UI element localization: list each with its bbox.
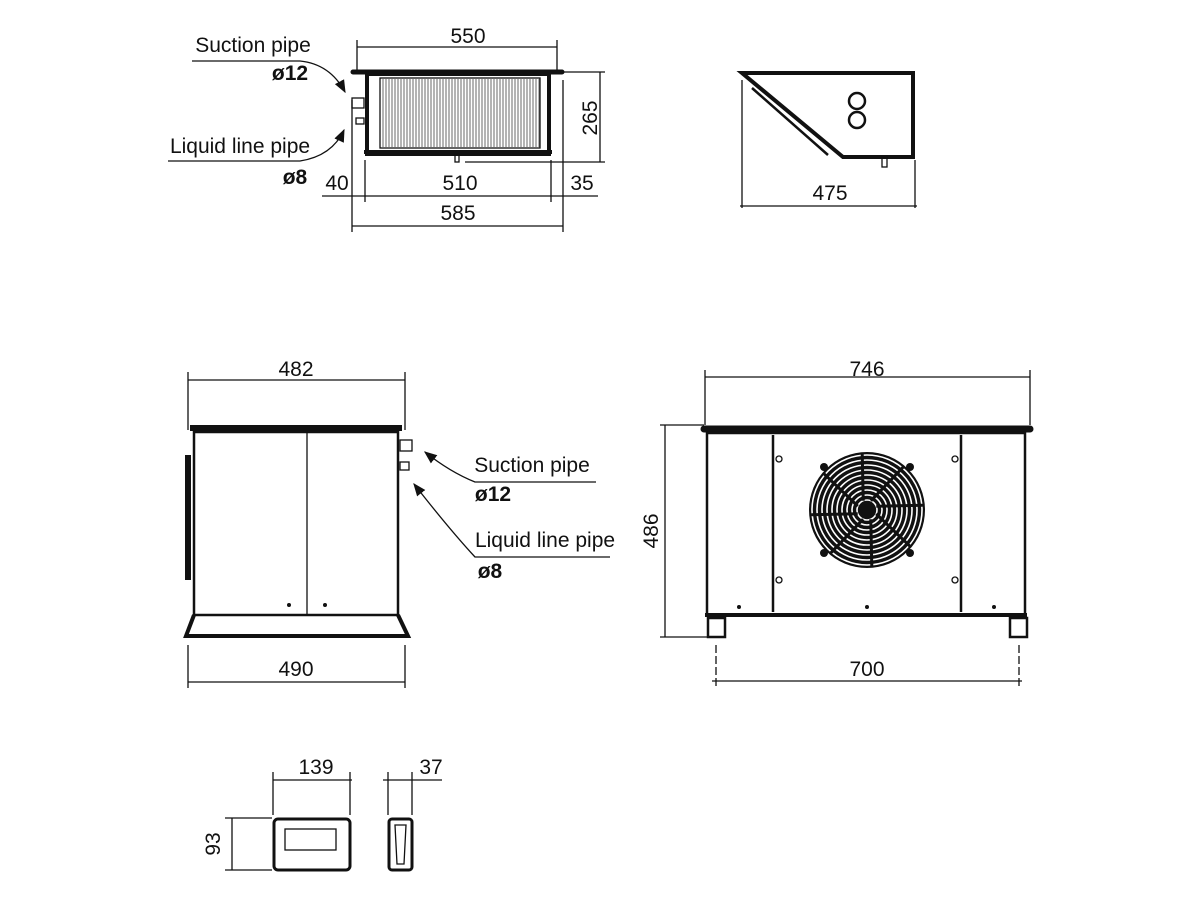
- fan-ring: [831, 474, 903, 546]
- controller-side: [387, 817, 414, 872]
- fan-mount: [820, 463, 828, 471]
- fan-ring: [836, 479, 898, 541]
- dim-37: 37: [419, 756, 442, 779]
- fan-spoke: [811, 512, 858, 517]
- dim-550: 550: [450, 25, 485, 48]
- dim-139: 139: [298, 756, 333, 779]
- dim-35: 35: [570, 172, 593, 195]
- controller-front: [272, 817, 352, 872]
- fan-ring: [821, 464, 913, 556]
- top-view: 550 265 40 510 35 585 Suction pipe ø12 L…: [168, 25, 605, 232]
- fan-ring: [846, 489, 888, 531]
- fan-spoke: [823, 472, 859, 508]
- suction-pipe-diameter: ø12: [475, 483, 511, 506]
- suction-pipe-stub: [351, 97, 365, 109]
- liquid-pipe-label: Liquid line pipe: [475, 529, 615, 552]
- fan-mount: [906, 549, 914, 557]
- dim-486: 486: [640, 513, 663, 548]
- fan-spoke: [829, 518, 865, 554]
- pipe-connector-icon: [847, 110, 867, 130]
- liquid-pipe-diameter: ø8: [478, 560, 503, 583]
- side-profile-view: 475: [736, 71, 917, 208]
- fan-spoke: [875, 512, 911, 548]
- fan-spoke: [869, 466, 905, 502]
- liquid-pipe-label: Liquid line pipe: [170, 135, 310, 158]
- liquid-pipe-stub: [355, 117, 365, 125]
- fan-spoke: [860, 454, 865, 501]
- fan-ring: [856, 499, 878, 521]
- dim-700: 700: [849, 658, 884, 681]
- fan-ring: [816, 459, 918, 561]
- dim-510: 510: [442, 172, 477, 195]
- fan-ring: [841, 484, 893, 536]
- dim-265: 265: [579, 100, 602, 135]
- fan-ring: [826, 469, 908, 551]
- front-view: 746 486 700: [640, 358, 1034, 688]
- fan-spoke: [869, 519, 874, 566]
- fan-mount: [820, 549, 828, 557]
- foot: [706, 616, 727, 639]
- dim-40: 40: [325, 172, 348, 195]
- fan-ring: [811, 454, 923, 566]
- dim-490: 490: [278, 658, 313, 681]
- fan-grille: [809, 452, 925, 568]
- side-view: 482 490 Suction pipe ø12 Liquid line pip…: [183, 358, 615, 688]
- dim-746: 746: [849, 358, 884, 381]
- controller-display: [284, 828, 337, 851]
- suction-pipe-label: Suction pipe: [195, 34, 311, 57]
- fan-spoke: [876, 503, 923, 508]
- fan-ring: [851, 494, 883, 526]
- dim-482: 482: [278, 358, 313, 381]
- fan-mount: [906, 463, 914, 471]
- suction-pipe-diameter: ø12: [272, 62, 308, 85]
- foot: [1008, 616, 1029, 639]
- dim-585: 585: [440, 202, 475, 225]
- dim-93: 93: [202, 832, 225, 855]
- liquid-pipe-diameter: ø8: [283, 166, 308, 189]
- dim-475: 475: [812, 182, 847, 205]
- controller-views: 139 93 37: [202, 756, 443, 872]
- coil-fins: [379, 77, 541, 149]
- suction-pipe-label: Suction pipe: [474, 454, 590, 477]
- pipe-connector-icon: [847, 91, 867, 111]
